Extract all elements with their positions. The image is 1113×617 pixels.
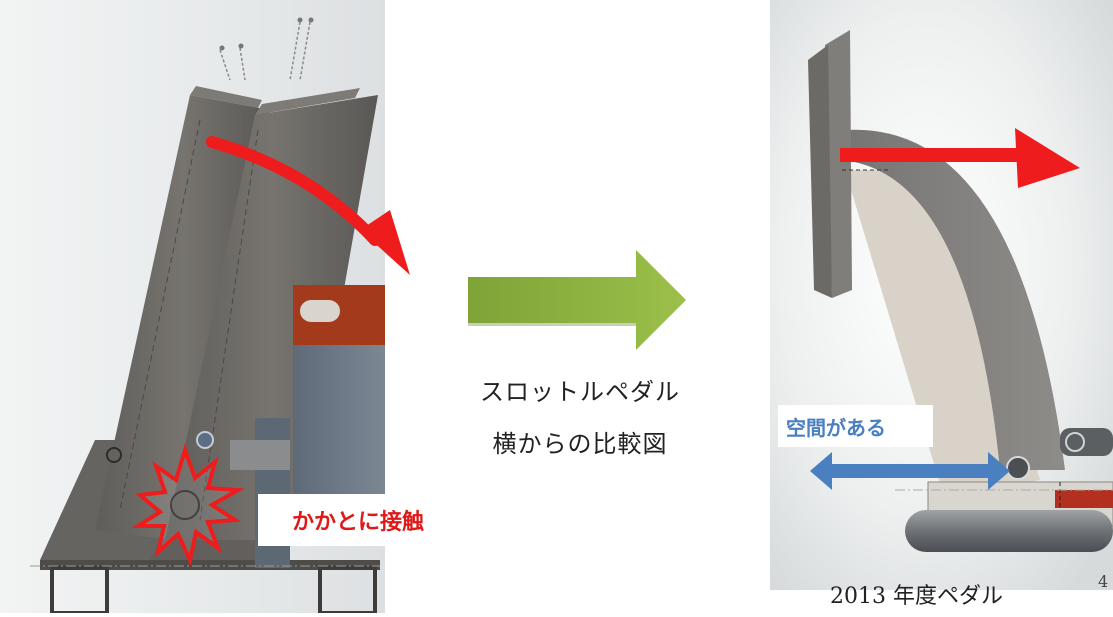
arm-top-front (255, 88, 360, 115)
transition-arrow (468, 250, 686, 350)
transition-arrow-shape (468, 250, 686, 350)
pipe-bar (905, 510, 1113, 552)
cable-connector (1060, 428, 1113, 456)
pin-head-2 (238, 43, 244, 49)
pedal-arm-curved (840, 129, 1065, 470)
pivot-bolt (196, 431, 214, 449)
pedal-arm-front (165, 95, 378, 540)
space-arrow-shape (810, 452, 1010, 490)
old-pedal-drawing (0, 0, 385, 615)
arm-shadow-region (845, 170, 1040, 500)
pin-line-2 (239, 47, 246, 81)
pin-head-1 (219, 45, 225, 51)
heel-contact-label: かかとに接触 (258, 494, 458, 546)
pin-line-1 (219, 49, 231, 81)
page-number: 4 (1098, 572, 1109, 591)
arm-top-rear (190, 86, 262, 108)
contact-hole (170, 490, 200, 520)
pin-head-4 (308, 17, 314, 23)
pedal-motion-arrow-shaft (206, 136, 381, 246)
caption-line-2: 横からの比較図 (492, 430, 668, 458)
pedal-motion-arrowhead (360, 210, 410, 275)
new-pedal-svg (770, 0, 1113, 590)
shaft-housing (230, 440, 290, 470)
old-pedal-svg (0, 0, 385, 615)
mount-slot (300, 300, 340, 322)
new-motion-arrowhead (1015, 128, 1080, 188)
new-motion-arrow-shaft (840, 148, 1020, 162)
base-plate (40, 560, 380, 570)
new-pedal-drawing (770, 0, 1113, 590)
caption-line-1: スロットルペダル (480, 378, 680, 406)
pivot-bolt-new (1006, 456, 1030, 480)
transition-arrow-shadow (468, 323, 636, 326)
collision-burst (131, 443, 245, 567)
bracket-hole (106, 447, 122, 463)
foot-plate-edge (808, 45, 832, 298)
pedal-arm-rear (95, 95, 270, 540)
motion-arrowhead-shape (360, 210, 410, 275)
year-caption: 2013 年度ペダル (830, 584, 1003, 609)
hidden-line-2 (199, 129, 259, 521)
pin-head-3 (297, 17, 303, 23)
connector-ring (1065, 432, 1085, 452)
hidden-line-1 (119, 119, 201, 511)
space-double-arrow (810, 452, 1010, 490)
foot-plate (825, 30, 852, 298)
space-label: 空間がある (778, 405, 933, 447)
red-bracket (1055, 490, 1113, 508)
